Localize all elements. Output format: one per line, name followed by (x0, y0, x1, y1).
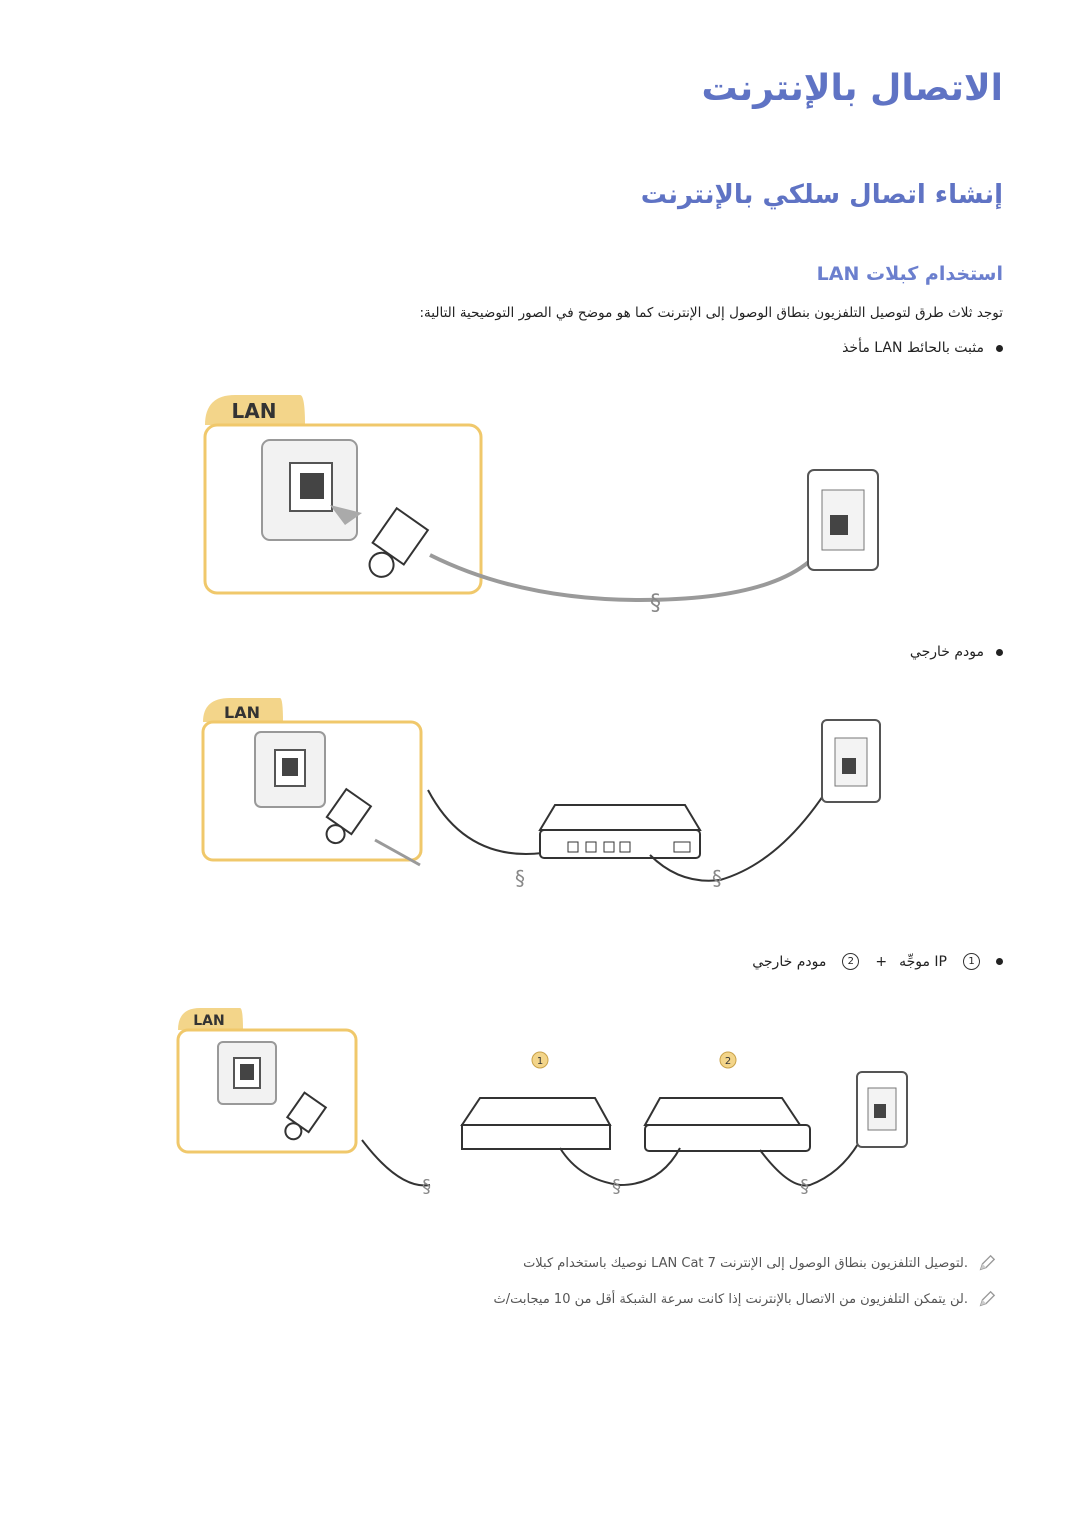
note-cat7: نوصيك باستخدام كبلات LAN Cat 7 لتوصيل ال… (523, 1254, 996, 1272)
ip-router (460, 1097, 612, 1126)
subsection-title: استخدام كبلات LAN (816, 263, 1003, 285)
figure-wall-lan: LAN § (203, 395, 879, 616)
figure-router-modem: LAN 1 2 § § § (176, 1008, 908, 1197)
svg-text:§: § (800, 1176, 809, 1197)
modem (538, 804, 702, 831)
bullet-dot (996, 648, 1003, 656)
note-text: لن يتمكن التلفزيون من الاتصال بالإنترنت … (493, 1291, 968, 1307)
svg-text:§: § (612, 1176, 621, 1197)
section-title: إنشاء اتصال سلكي بالإنترنت (640, 180, 1003, 210)
svg-text:§: § (650, 591, 661, 616)
bullet-text: مأخذ LAN مثبت بالحائط (842, 340, 984, 356)
bullet-external-modem: مودم خارجي (910, 644, 1003, 660)
bullet-dot (996, 958, 1003, 965)
svg-text:2: 2 (725, 1056, 731, 1067)
pencil-icon (979, 1290, 996, 1307)
bullet-wall-lan: مأخذ LAN مثبت بالحائط (842, 340, 1003, 356)
figure-external-modem: LAN § § (201, 698, 881, 890)
bullet-text: مودم خارجي (909, 644, 984, 660)
number-badge-1: 1 (963, 953, 980, 970)
bullet-dot (996, 344, 1003, 352)
page-title: الاتصال بالإنترنت (701, 68, 1004, 109)
bullet-text-router: موجِّه IP (899, 953, 947, 970)
intro-paragraph: توجد ثلاث طرق لتوصيل التلفزيون بنطاق الو… (419, 305, 1004, 321)
note-speed: لن يتمكن التلفزيون من الاتصال بالإنترنت … (494, 1290, 996, 1308)
svg-text:LAN: LAN (193, 1013, 224, 1029)
bullet-text-modem: مودم خارجي (752, 953, 827, 970)
svg-text:LAN: LAN (224, 703, 260, 722)
svg-text:§: § (515, 866, 525, 890)
bullet-router-modem: 1 موجِّه IP + 2 مودم خارجي (752, 953, 1003, 970)
lan-tag (205, 395, 305, 425)
note-text: نوصيك باستخدام كبلات LAN Cat 7 لتوصيل ال… (523, 1255, 968, 1271)
svg-text:§: § (422, 1176, 431, 1197)
bullet-plus: + (875, 953, 888, 970)
svg-text:1: 1 (537, 1056, 543, 1067)
modem (643, 1097, 802, 1126)
number-badge-2: 2 (842, 953, 860, 970)
svg-text:§: § (712, 866, 722, 890)
pencil-icon (979, 1254, 996, 1271)
lan-tag-label: LAN (232, 399, 277, 423)
